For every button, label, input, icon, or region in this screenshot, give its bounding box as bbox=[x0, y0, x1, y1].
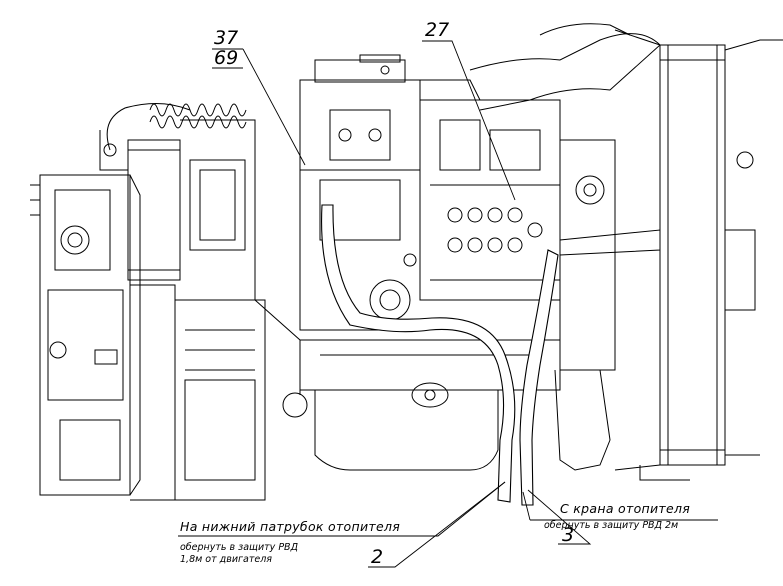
callout-37-69-underline bbox=[212, 48, 243, 69]
callout-37: 37 bbox=[214, 27, 239, 49]
note-lower-pipe-sub1: обернуть в защиту РВД bbox=[180, 542, 298, 553]
note-heater-valve-leader bbox=[522, 491, 718, 521]
callout-3: 3 bbox=[562, 524, 575, 546]
engine-line-art bbox=[30, 23, 783, 501]
intake-pipe bbox=[469, 33, 661, 111]
coil-spring bbox=[149, 103, 247, 129]
round-cap bbox=[282, 392, 308, 418]
hose-heater-valve bbox=[519, 249, 559, 506]
note-heater-valve-sub: обернуть в защиту РВД 2м bbox=[544, 520, 679, 531]
cylinder-head bbox=[299, 79, 421, 171]
radiator bbox=[659, 44, 726, 466]
note-heater-valve: С крана отопителя bbox=[560, 501, 691, 516]
callout-27: 27 bbox=[425, 19, 450, 41]
starter-housing bbox=[174, 299, 266, 501]
gearbox-housing bbox=[39, 174, 131, 496]
callout-27-leader bbox=[422, 40, 516, 201]
callout-2-leader bbox=[368, 481, 506, 568]
note-lower-pipe-sub2: 1,8м от двигателя bbox=[180, 554, 272, 565]
note-lower-pipe-leader bbox=[178, 481, 506, 537]
callout-37-leader bbox=[242, 48, 306, 166]
callout-2: 2 bbox=[371, 546, 384, 568]
hose-lower-pipe bbox=[321, 204, 516, 503]
callout-3-leader bbox=[527, 489, 592, 545]
heater-hoses bbox=[321, 204, 559, 506]
oil-pan bbox=[314, 390, 499, 471]
note-lower-pipe: На нижний патрубок отопителя bbox=[180, 519, 401, 534]
callout-69: 69 bbox=[214, 47, 239, 69]
filter-cylinder bbox=[127, 139, 181, 281]
leader-lines bbox=[178, 40, 718, 568]
